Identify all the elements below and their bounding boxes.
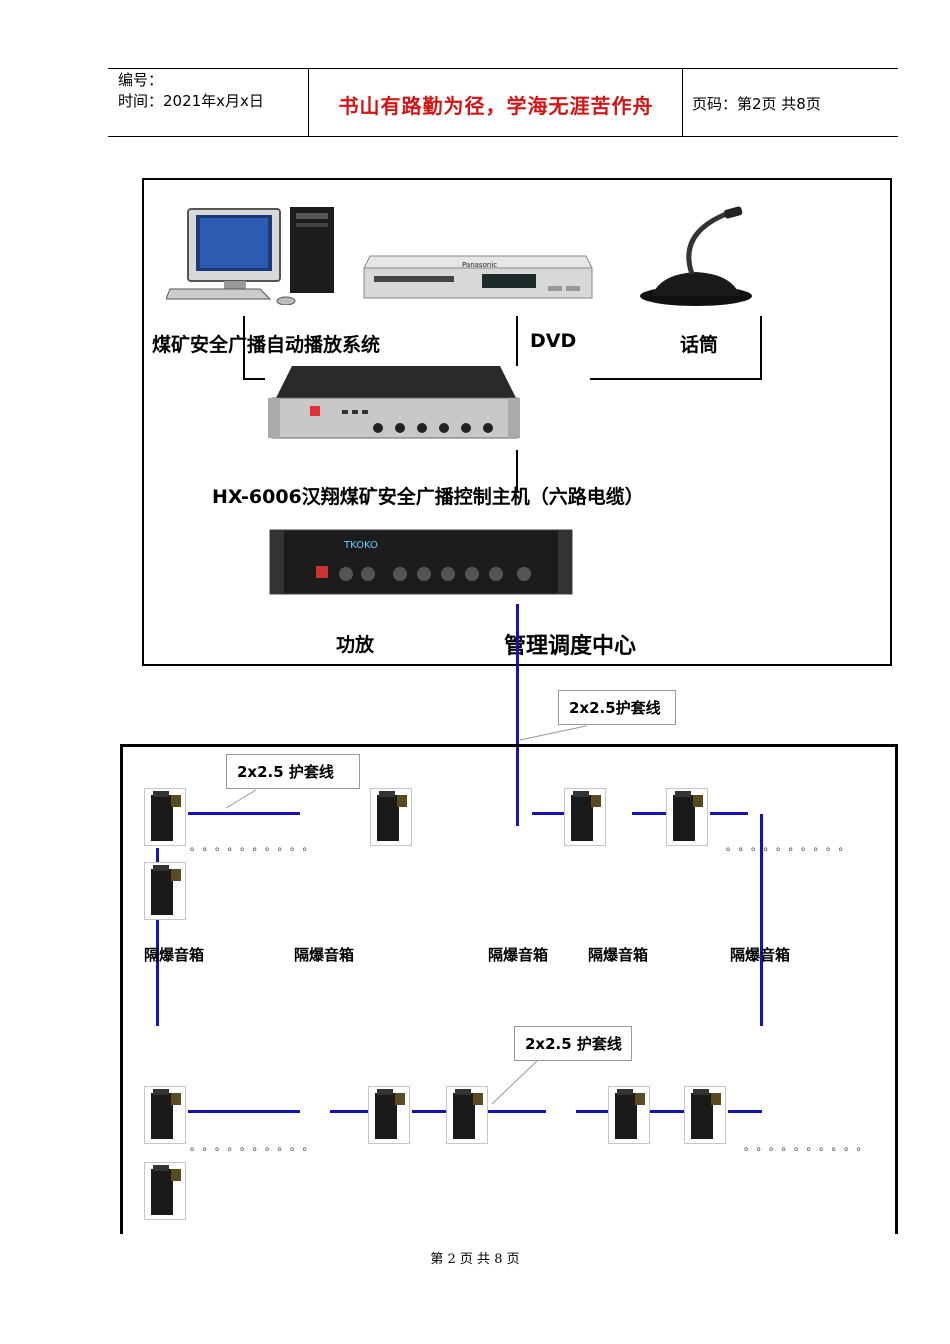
cable-left-vertical [156,848,159,1026]
speaker-label-4: 隔爆音箱 [588,946,649,964]
header-divider-1 [308,68,309,136]
speaker-frame-right [895,744,898,1234]
number-label: 编号： [118,71,164,89]
microphone-icon [640,206,752,306]
main-cable-vertical [516,604,519,826]
cable-row2-seg1 [188,1110,300,1113]
callout-pointer-row2 [491,1059,539,1105]
connector-host-vertical [516,450,518,492]
speaker-r1-5 [144,862,186,920]
speaker-r1-2 [370,788,412,846]
cable-row1-seg4 [710,812,748,815]
explosion-proof-speaker-icon [151,865,181,915]
cable-row2-seg3 [412,1110,446,1113]
amp-label: 功放 [336,634,375,656]
cable-row1-seg2 [532,812,564,815]
cable-row2-seg4 [488,1110,546,1113]
header-left-cell: 编号： 时间：2021年x月x日 [118,70,264,112]
cable-row2-seg5 [576,1110,608,1113]
computer-icon [166,207,334,305]
mic-label: 话筒 [680,334,719,356]
cable-row1-seg1 [188,812,300,815]
speaker-r1-1 [144,788,186,846]
speaker-r2-1 [144,1086,186,1144]
cable-row2-seg6 [650,1110,684,1113]
header-motto: 书山有路勤为径，学海无涯苦作舟 [338,94,654,118]
speaker-frame-left [120,744,123,1234]
explosion-proof-speaker-icon [151,1089,181,1139]
explosion-proof-speaker-icon [673,791,703,841]
dots-row1-right: 。。。。。。。。。。 [726,840,857,853]
dots-row2-right: 。。。。。。。。。。 [744,1140,875,1153]
connector-center-vertical [516,316,518,366]
callout-pointer-row1 [225,789,257,809]
dvd-label: DVD [530,330,577,352]
header-top-rule [108,68,898,69]
speaker-label-3: 隔爆音箱 [488,946,549,964]
cable-row1-seg3 [632,812,666,815]
speaker-r2-4 [608,1086,650,1144]
explosion-proof-speaker-icon [377,791,407,841]
cable-row2-seg2 [330,1110,368,1113]
explosion-proof-speaker-icon [151,791,181,841]
amp-brand: TKOKO [343,540,378,551]
amplifier-icon: TKOKO [269,529,573,595]
speaker-r2-6 [144,1162,186,1220]
cable-right-vertical [760,814,763,1026]
explosion-proof-speaker-icon [453,1089,483,1139]
explosion-proof-speaker-icon [615,1089,645,1139]
cable-row2-seg7 [728,1110,762,1113]
control-host-icon [268,366,520,439]
cable-callout-top: 2x2.5护套线 [558,690,676,725]
connector-left-stub [243,378,265,380]
speaker-label-5: 隔爆音箱 [730,946,791,964]
speaker-r1-4 [666,788,708,846]
cable-callout-row1: 2x2.5 护套线 [226,754,360,789]
speaker-r2-5 [684,1086,726,1144]
connector-right-horizontal [590,378,762,380]
cable-callout-row2: 2x2.5 护套线 [514,1026,632,1061]
connector-left-vertical [243,316,245,380]
callout-pointer-top [519,725,587,741]
speaker-frame-top [120,744,898,747]
explosion-proof-speaker-icon [691,1089,721,1139]
page-footer: 第 2 页 共 8 页 [430,1252,520,1267]
explosion-proof-speaker-icon [375,1089,405,1139]
speaker-label-1: 隔爆音箱 [144,946,205,964]
explosion-proof-speaker-icon [151,1165,181,1215]
speaker-label-2: 隔爆音箱 [294,946,355,964]
time-label: 时间：2021年x月x日 [118,92,264,110]
center-label: 管理调度中心 [504,634,637,659]
speaker-r2-3 [446,1086,488,1144]
header-page-info: 页码：第2页 共8页 [692,95,821,113]
header-divider-2 [682,68,683,136]
explosion-proof-speaker-icon [571,791,601,841]
dots-row1-left: 。。。。。。。。。。 [190,840,321,853]
host-label: HX-6006汉翔煤矿安全广播控制主机（六路电缆） [212,486,644,508]
dvd-player-icon: Panasonic [363,255,593,299]
speaker-r1-3 [564,788,606,846]
pc-label: 煤矿安全广播自动播放系统 [152,334,381,356]
dots-row2-left: 。。。。。。。。。。 [190,1140,321,1153]
header-bottom-rule [108,136,898,137]
connector-right-vertical [760,316,762,380]
speaker-r2-2 [368,1086,410,1144]
dvd-brand: Panasonic [462,261,497,269]
